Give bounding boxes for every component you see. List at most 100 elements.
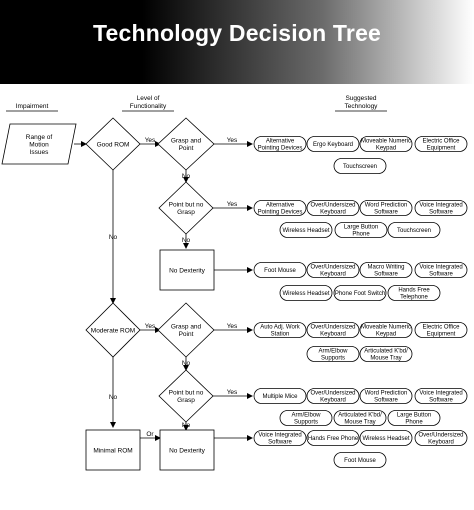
header-functionality-text: Functionality — [130, 103, 167, 110]
box-no-dexterity-shape — [159, 249, 215, 291]
technology-pill-t3e-label: Wireless Headset — [282, 291, 329, 297]
yes-label: Yes — [227, 137, 238, 144]
technology-pill-t4c-label: Keypad — [376, 332, 396, 338]
technology-pill-t2f-label: Large Button — [344, 225, 378, 231]
technology-pill-t2b-label: Keyboard — [320, 210, 346, 216]
technology-pill-t2f-shape — [334, 222, 388, 238]
technology-pill-t5g-label: Large Button — [397, 413, 431, 419]
technology-pill-t3d-label: Voice Integrated — [419, 265, 462, 271]
decision-point-no-grasp-label: Point but no — [169, 390, 204, 397]
technology-pill-t6a-label: Voice Integrated — [258, 433, 301, 439]
decision-grasp-and-point-label: Point — [179, 331, 194, 338]
box-minimal-rom-label: Minimal ROM — [93, 447, 132, 454]
technology-pill-t5e-label: Supports — [294, 420, 318, 426]
box-minimal-rom: Minimal ROM — [85, 429, 141, 471]
yes-label: Yes — [145, 323, 156, 330]
technology-pill-t2a-label: Pointing Devices — [258, 210, 303, 216]
technology-pill-t4c-label: Moveable Numeric — [361, 325, 411, 331]
no-label: No — [182, 422, 191, 429]
technology-pill-t6d-shape — [414, 430, 468, 446]
technology-pill-t4f: Articulated K'bd/Mouse Tray — [359, 346, 413, 362]
technology-pill-t3b-label: Over/Undersized — [310, 265, 355, 271]
technology-pill-t2f-label: Phone — [352, 232, 370, 238]
decision-point-no-grasp-label: Point but no — [169, 202, 204, 209]
technology-pill-t1c-label: Moveable Numeric — [361, 139, 411, 145]
technology-pill-t5d-label: Software — [429, 398, 453, 404]
technology-pill-t3g-label: Hands Free — [398, 288, 430, 294]
decision-good-rom-shape — [85, 117, 141, 171]
technology-pill-t1a-label: Pointing Devices — [258, 146, 303, 152]
technology-pill-t4a-label: Station — [271, 332, 290, 338]
no-label: No — [109, 234, 118, 241]
technology-pill-t2e-shape — [279, 222, 333, 238]
technology-pill-t5g-label: Phone — [405, 420, 423, 426]
technology-pill-t5d-label: Voice Integrated — [419, 391, 462, 397]
technology-pill-t1b: Ergo Keyboard — [306, 136, 360, 152]
technology-pill-t6e-label: Foot Mouse — [344, 458, 376, 464]
technology-pill-t2g-shape — [387, 222, 441, 238]
technology-pill-t5c-label: Software — [374, 398, 398, 404]
or-label: Or — [146, 431, 154, 438]
technology-pill-t1e: Touchscreen — [333, 158, 387, 174]
technology-pill-t3c-shape — [359, 262, 413, 278]
technology-pill-t1e-label: Touchscreen — [343, 164, 377, 170]
title-banner — [0, 0, 474, 84]
technology-pill-t2c-shape — [359, 200, 413, 216]
decision-moderate-rom-shape — [85, 302, 141, 358]
technology-pill-t2d-label: Voice Integrated — [419, 203, 462, 209]
technology-pill-t3g-shape — [387, 285, 441, 301]
header-functionality-text: Level of — [137, 95, 160, 102]
technology-pill-t2e: Wireless Headset — [279, 222, 333, 238]
decision-grasp-and-point-label: Point — [179, 145, 194, 152]
decision-moderate-rom: Moderate ROM — [85, 302, 141, 358]
decision-point-no-grasp-shape — [158, 369, 214, 423]
technology-pill-t3a: Foot Mouse — [253, 262, 307, 278]
technology-pill-t1a-shape — [253, 136, 307, 152]
no-label: No — [182, 360, 191, 367]
no-label: No — [109, 394, 118, 401]
technology-pill-t5a-shape — [253, 388, 307, 404]
technology-pill-t1b-shape — [306, 136, 360, 152]
box-no-dexterity-shape — [159, 429, 215, 471]
technology-pill-t2e-label: Wireless Headset — [282, 228, 329, 234]
technology-pill-t4b-label: Keyboard — [320, 332, 346, 338]
decision-moderate-rom-label: Moderate ROM — [91, 327, 135, 334]
technology-pill-t5a: Multiple Mice — [253, 388, 307, 404]
technology-pill-t5e-label: Arm/Elbow — [291, 413, 321, 419]
range-of-motion-label: Motion — [29, 141, 49, 148]
technology-pill-t3f-label: Phone Foot Switch — [335, 291, 385, 297]
decision-point-no-grasp-label: Grasp — [177, 209, 195, 216]
connector-lines — [74, 141, 253, 441]
technology-pill-t3a-label: Foot Mouse — [264, 268, 296, 274]
technology-pill-t6e-shape — [333, 452, 387, 468]
technology-pill-t5f: Articulated K'bd/Mouse Tray — [333, 410, 387, 426]
technology-pill-t2c-label: Software — [374, 210, 398, 216]
technology-pill-t1c-shape — [359, 136, 413, 152]
header-technology-text: Suggested — [345, 95, 376, 102]
header-technology-text: Technology — [345, 103, 379, 110]
technology-pill-t1d-label: Equipment — [427, 146, 456, 152]
range-of-motion-label: Issues — [30, 149, 50, 156]
technology-pill-t6b: Hands Free Phone — [306, 430, 360, 446]
no-label: No — [182, 237, 191, 244]
technology-pill-t4d-label: Equipment — [427, 332, 456, 338]
technology-pill-t3f-shape — [333, 285, 387, 301]
decision-grasp-and-point-label: Grasp and — [171, 324, 202, 331]
decision-grasp-and-point-shape — [157, 302, 215, 358]
technology-pill-t1d-shape — [414, 136, 468, 152]
